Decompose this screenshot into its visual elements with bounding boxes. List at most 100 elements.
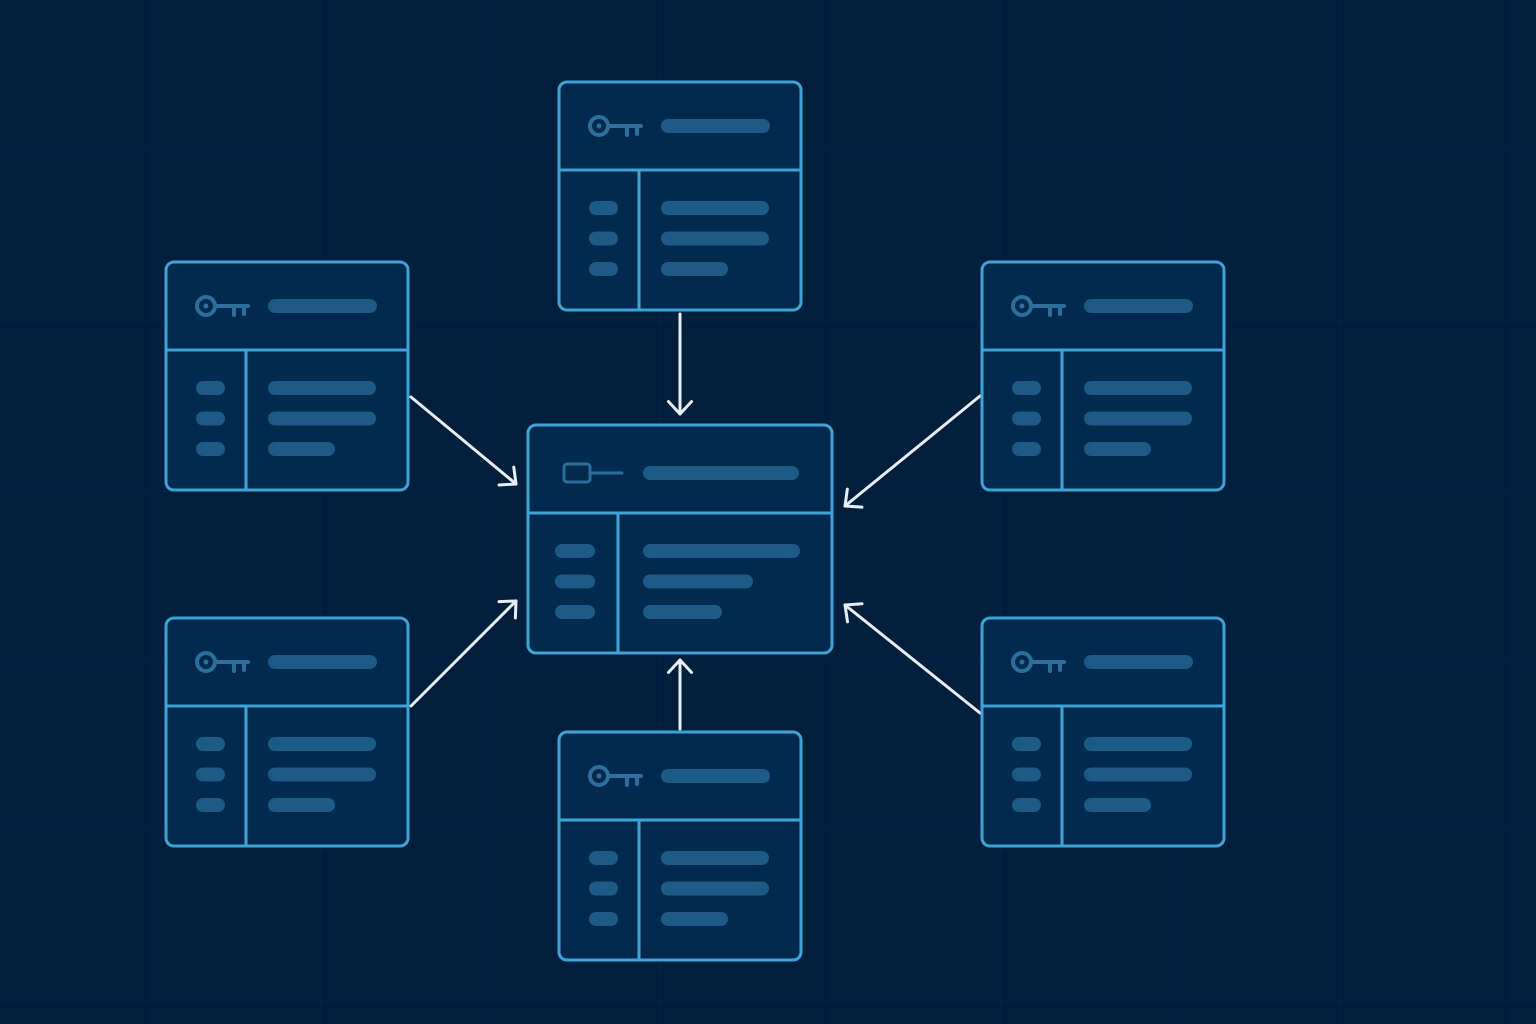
column-row (196, 381, 376, 395)
card-frame (526, 423, 834, 655)
column-row (1012, 737, 1192, 751)
column-row (589, 912, 728, 926)
table-name-placeholder (268, 299, 377, 313)
column-name-placeholder (661, 912, 728, 926)
column-type-placeholder (1012, 442, 1041, 456)
column-row (1012, 442, 1151, 456)
arrow-top-to-hub (666, 312, 694, 416)
table-name-placeholder (1084, 655, 1193, 669)
column-type-placeholder (1012, 411, 1041, 426)
table-card-top (557, 80, 803, 312)
key-icon (588, 115, 643, 137)
column-row (196, 798, 335, 812)
column-row (1012, 767, 1192, 782)
card-frame (164, 260, 410, 492)
column-type-placeholder (555, 605, 595, 619)
arrow-shaft (843, 603, 982, 715)
arrow-head (497, 465, 518, 487)
column-row (555, 574, 753, 589)
table-cards (164, 80, 1226, 962)
table-card-lower-right (980, 616, 1226, 848)
column-name-placeholder (1084, 411, 1192, 426)
column-name-placeholder (268, 798, 335, 812)
column-row (1012, 381, 1192, 395)
table-card-upper-right (980, 260, 1226, 492)
column-row (555, 544, 800, 558)
column-name-placeholder (268, 381, 376, 395)
relationship-arrows (409, 312, 982, 731)
card-frame (980, 616, 1226, 848)
column-name-placeholder (661, 231, 769, 246)
column-name-placeholder (268, 442, 335, 456)
column-type-placeholder (555, 544, 595, 558)
card-frame (557, 730, 803, 962)
table-name-placeholder (268, 655, 377, 669)
column-name-placeholder (661, 262, 728, 276)
foreign-key-icon (562, 462, 624, 484)
key-icon (195, 651, 250, 673)
column-row (555, 605, 722, 619)
column-name-placeholder (1084, 442, 1151, 456)
column-row (196, 411, 376, 426)
column-type-placeholder (589, 262, 618, 276)
column-row (589, 201, 769, 215)
column-name-placeholder (661, 851, 769, 865)
arrow-upper-left-to-hub (409, 395, 518, 487)
column-name-placeholder (661, 881, 769, 896)
card-frame (557, 80, 803, 312)
column-name-placeholder (643, 605, 722, 619)
table-card-upper-left (164, 260, 410, 492)
arrow-head (843, 487, 864, 509)
column-name-placeholder (268, 767, 376, 782)
arrow-shaft (409, 599, 518, 708)
card-frame (980, 260, 1226, 492)
table-card-lower-left (164, 616, 410, 848)
column-name-placeholder (1084, 381, 1192, 395)
arrow-head (843, 602, 864, 624)
column-type-placeholder (589, 201, 618, 215)
arrow-upper-right-to-hub (843, 394, 982, 509)
card-frame (164, 616, 410, 848)
column-name-placeholder (268, 737, 376, 751)
column-type-placeholder (196, 737, 225, 751)
key-icon (195, 295, 250, 317)
column-type-placeholder (589, 912, 618, 926)
key-icon (1011, 651, 1066, 673)
column-row (196, 442, 335, 456)
column-row (589, 262, 728, 276)
arrow-head (497, 599, 518, 620)
column-type-placeholder (196, 798, 225, 812)
column-row (589, 881, 769, 896)
column-type-placeholder (589, 881, 618, 896)
arrow-bottom-to-hub (666, 658, 694, 731)
column-type-placeholder (589, 231, 618, 246)
table-name-placeholder (661, 769, 770, 783)
column-type-placeholder (1012, 381, 1041, 395)
table-card-hub (526, 423, 834, 655)
table-name-placeholder (1084, 299, 1193, 313)
table-name-placeholder (661, 119, 770, 133)
arrow-lower-right-to-hub (843, 602, 982, 715)
arrow-head (666, 658, 694, 674)
column-name-placeholder (1084, 737, 1192, 751)
table-name-placeholder (643, 466, 799, 480)
arrow-head (666, 400, 694, 416)
column-name-placeholder (643, 574, 753, 589)
column-row (589, 851, 769, 865)
column-name-placeholder (268, 411, 376, 426)
column-name-placeholder (1084, 798, 1151, 812)
column-row (589, 231, 769, 246)
column-type-placeholder (196, 442, 225, 456)
key-icon (1011, 295, 1066, 317)
column-type-placeholder (589, 851, 618, 865)
column-type-placeholder (1012, 798, 1041, 812)
column-row (196, 767, 376, 782)
column-name-placeholder (1084, 767, 1192, 782)
column-type-placeholder (196, 411, 225, 426)
arrow-lower-left-to-hub (409, 599, 518, 708)
arrow-shaft (843, 394, 982, 508)
column-type-placeholder (555, 574, 595, 589)
column-name-placeholder (661, 201, 769, 215)
column-row (196, 737, 376, 751)
